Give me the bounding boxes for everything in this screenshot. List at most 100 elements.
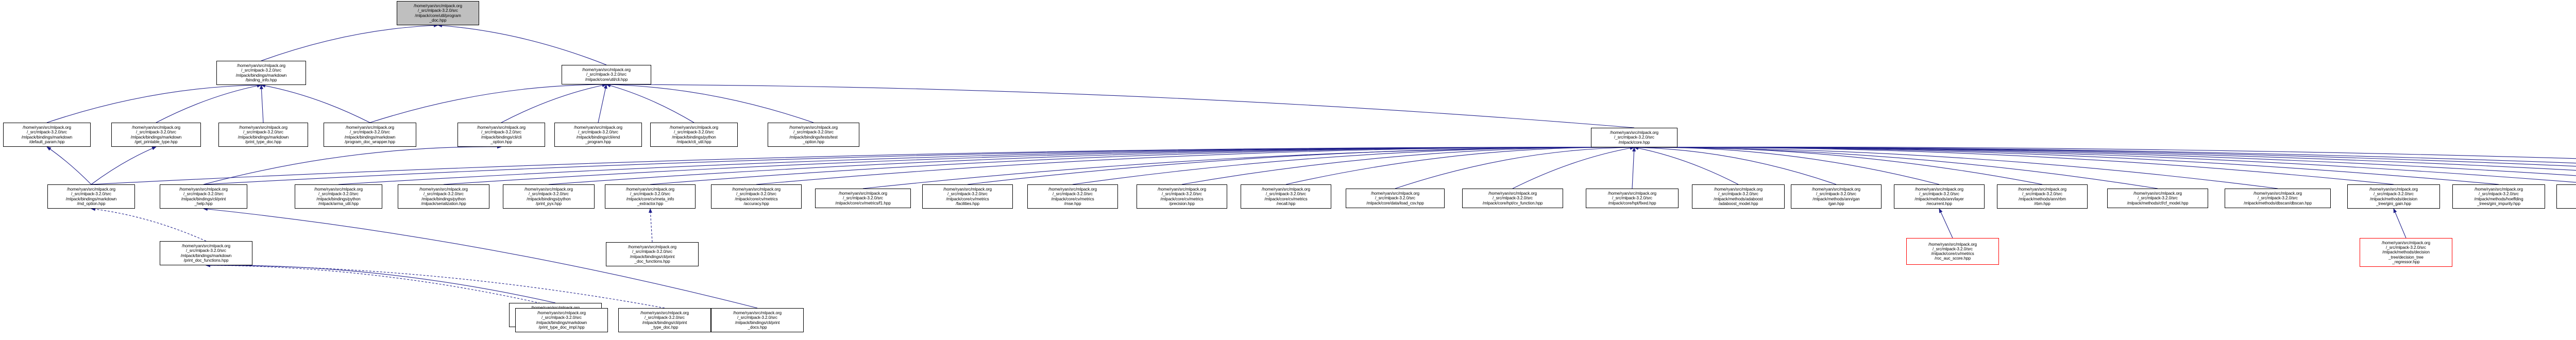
graph-node[interactable]: /home/ryan/src/mlpack.org /_src/mlpack-3… (1027, 184, 1118, 209)
graph-node-label: /home/ryan/src/mlpack.org /_src/mlpack-3… (414, 4, 462, 23)
graph-node-label: /home/ryan/src/mlpack.org /_src/mlpack-3… (1928, 242, 1977, 261)
graph-node[interactable]: /home/ryan/src/mlpack.org /_src/mlpack-3… (1462, 189, 1563, 208)
graph-node-label: /home/ryan/src/mlpack.org /_src/mlpack-3… (1482, 191, 1543, 206)
graph-edge (437, 24, 607, 65)
graph-edge (1939, 208, 1953, 239)
graph-node[interactable]: /home/ryan/src/mlpack.org /_src/mlpack-3… (606, 242, 699, 266)
graph-node[interactable]: /home/ryan/src/mlpack.org /_src/mlpack-3… (2107, 189, 2208, 208)
graph-edge (967, 145, 1635, 185)
graph-node-label: /home/ryan/src/mlpack.org /_src/mlpack-3… (65, 187, 117, 206)
graph-node-label: /home/ryan/src/mlpack.org /_src/mlpack-3… (732, 187, 781, 206)
graph-edge (606, 82, 1635, 128)
graph-edge (261, 84, 370, 123)
graph-node[interactable]: /home/ryan/src/mlpack.org /_src/mlpack-3… (515, 308, 608, 332)
graph-edge (1512, 146, 1635, 189)
graph-edge (598, 84, 607, 123)
graph-node[interactable]: /home/ryan/src/mlpack.org /_src/mlpack-3… (503, 184, 595, 209)
graph-node[interactable]: /home/ryan/src/mlpack.org /_src/mlpack-3… (554, 123, 642, 147)
graph-node[interactable]: /home/ryan/src/mlpack.org /_src/mlpack-3… (2452, 184, 2545, 209)
graph-node-label: /home/ryan/src/mlpack.org /_src/mlpack-3… (180, 244, 232, 263)
graph-node[interactable]: /home/ryan/src/mlpack.org /_src/mlpack-3… (922, 184, 1013, 209)
graph-node[interactable]: /home/ryan/src/mlpack.org /_src/mlpack-3… (618, 308, 711, 332)
graph-node[interactable]: /home/ryan/src/mlpack.org /_src/mlpack-3… (650, 123, 738, 147)
graph-edge (156, 84, 262, 123)
graph-node-label: /home/ryan/src/mlpack.org /_src/mlpack-3… (536, 311, 587, 330)
graph-node-label: /home/ryan/src/mlpack.org /_src/mlpack-3… (477, 125, 526, 144)
graph-node[interactable]: /home/ryan/src/mlpack.org /_src/mlpack-3… (398, 184, 489, 209)
graph-edge (261, 23, 438, 61)
graph-edge (203, 145, 502, 185)
graph-node-label: /home/ryan/src/mlpack.org /_src/mlpack-3… (1610, 130, 1658, 145)
graph-edge (1634, 145, 2576, 159)
graph-node[interactable]: /home/ryan/src/mlpack.org /_src/mlpack-3… (160, 184, 247, 209)
graph-node[interactable]: /home/ryan/src/mlpack.org /_src/mlpack-3… (160, 241, 252, 265)
graph-node[interactable]: /home/ryan/src/mlpack.org /_src/mlpack-3… (1137, 184, 1227, 209)
graph-edge (1395, 145, 1635, 189)
graph-node-label: /home/ryan/src/mlpack.org /_src/mlpack-3… (524, 187, 573, 206)
graph-node[interactable]: /home/ryan/src/mlpack.org /_src/mlpack-3… (711, 184, 802, 209)
graph-node-label: /home/ryan/src/mlpack.org /_src/mlpack-3… (238, 125, 289, 144)
graph-node-label: /home/ryan/src/mlpack.org /_src/mlpack-3… (835, 191, 891, 206)
graph-node-label: /home/ryan/src/mlpack.org /_src/mlpack-3… (314, 187, 363, 206)
graph-node-label: /home/ryan/src/mlpack.org /_src/mlpack-3… (21, 125, 73, 144)
graph-edge (1634, 145, 1837, 185)
graph-node[interactable]: /home/ryan/src/mlpack.org /_src/mlpack-3… (1894, 184, 1985, 209)
graph-node[interactable]: /home/ryan/src/mlpack.org /_src/mlpack-3… (1692, 184, 1785, 209)
graph-node[interactable]: /home/ryan/src/mlpack.org /_src/mlpack-3… (3, 123, 91, 147)
graph-node-label: /home/ryan/src/mlpack.org /_src/mlpack-3… (2244, 191, 2312, 206)
graph-node[interactable]: /home/ryan/src/mlpack.org /_src/mlpack-3… (324, 123, 416, 147)
graph-edge (606, 83, 694, 123)
graph-node-label: /home/ryan/src/mlpack.org /_src/mlpack-3… (130, 125, 182, 144)
graph-node[interactable]: /home/ryan/src/mlpack.org /_src/mlpack-3… (1346, 189, 1445, 208)
graph-node[interactable]: /home/ryan/src/mlpack.org /_src/mlpack-3… (295, 184, 382, 209)
graph-node[interactable]: /home/ryan/src/mlpack.org /_src/mlpack-3… (218, 123, 308, 147)
graph-node[interactable]: /home/ryan/src/mlpack.org /_src/mlpack-3… (1586, 189, 1679, 208)
graph-node[interactable]: /home/ryan/src/mlpack.org /_src/mlpack-3… (562, 65, 651, 84)
graph-node[interactable]: /home/ryan/src/mlpack.org /_src/mlpack-3… (1906, 238, 1999, 265)
graph-node-label: /home/ryan/src/mlpack.org /_src/mlpack-3… (179, 187, 228, 206)
graph-edge (1634, 145, 1940, 185)
graph-node-label: /home/ryan/src/mlpack.org /_src/mlpack-3… (628, 245, 676, 264)
graph-edge (46, 83, 262, 123)
graph-node[interactable]: /home/ryan/src/mlpack.org /_src/mlpack-3… (1591, 128, 1677, 147)
graph-node[interactable]: /home/ryan/src/mlpack.org /_src/mlpack-3… (2225, 189, 2331, 208)
graph-node[interactable]: /home/ryan/src/mlpack.org /_src/mlpack-3… (605, 184, 696, 209)
graph-node-label: /home/ryan/src/mlpack.org /_src/mlpack-3… (1158, 187, 1206, 206)
graph-node[interactable]: /home/ryan/src/mlpack.org /_src/mlpack-3… (1791, 184, 1882, 209)
graph-edge (259, 84, 264, 123)
graph-node-label: /home/ryan/src/mlpack.org /_src/mlpack-3… (943, 187, 992, 206)
graph-edge (369, 82, 607, 123)
graph-node-label: /home/ryan/src/mlpack.org /_src/mlpack-3… (419, 187, 468, 206)
graph-edge (606, 82, 814, 123)
graph-node-label: /home/ryan/src/mlpack.org /_src/mlpack-3… (582, 67, 631, 82)
graph-node[interactable]: /home/ryan/src/mlpack.org /_src/mlpack-3… (711, 308, 804, 332)
graph-edge (203, 207, 758, 309)
graph-node-label: /home/ryan/src/mlpack.org /_src/mlpack-3… (2382, 241, 2430, 264)
graph-node[interactable]: /home/ryan/src/mlpack.org /_src/mlpack-3… (815, 189, 911, 208)
graph-node[interactable]: /home/ryan/src/mlpack.org /_src/mlpack-3… (47, 184, 135, 209)
graph-node[interactable]: /home/ryan/src/mlpack.org /_src/mlpack-3… (397, 1, 479, 25)
graph-edge (1634, 145, 2576, 164)
graph-node[interactable]: /home/ryan/src/mlpack.org /_src/mlpack-3… (1997, 184, 2088, 209)
graph-node-label: /home/ryan/src/mlpack.org /_src/mlpack-3… (1262, 187, 1310, 206)
graph-edge (648, 208, 653, 243)
graph-node[interactable]: /home/ryan/src/mlpack.org /_src/mlpack-3… (768, 123, 859, 147)
graph-edge (206, 263, 665, 309)
graph-edge (203, 145, 1635, 185)
graph-edge (1072, 145, 1635, 185)
graph-edge (206, 263, 556, 303)
graph-node[interactable]: /home/ryan/src/mlpack.org /_src/mlpack-3… (216, 61, 306, 85)
graph-node[interactable]: /home/ryan/src/mlpack.org /_src/mlpack-3… (2556, 184, 2576, 209)
graph-node-label: /home/ryan/src/mlpack.org /_src/mlpack-3… (2127, 191, 2189, 206)
graph-node[interactable]: /home/ryan/src/mlpack.org /_src/mlpack-3… (1241, 184, 1331, 209)
graph-node[interactable]: /home/ryan/src/mlpack.org /_src/mlpack-3… (111, 123, 201, 147)
graph-edge (756, 145, 1635, 185)
graph-edge (1632, 147, 1636, 189)
graph-node[interactable]: /home/ryan/src/mlpack.org /_src/mlpack-3… (2347, 184, 2440, 209)
graph-node[interactable]: /home/ryan/src/mlpack.org /_src/mlpack-3… (2360, 238, 2452, 267)
graph-edge (91, 207, 207, 242)
graph-node-label: /home/ryan/src/mlpack.org /_src/mlpack-3… (574, 125, 622, 144)
graph-node[interactable]: /home/ryan/src/mlpack.org /_src/mlpack-3… (457, 123, 545, 147)
